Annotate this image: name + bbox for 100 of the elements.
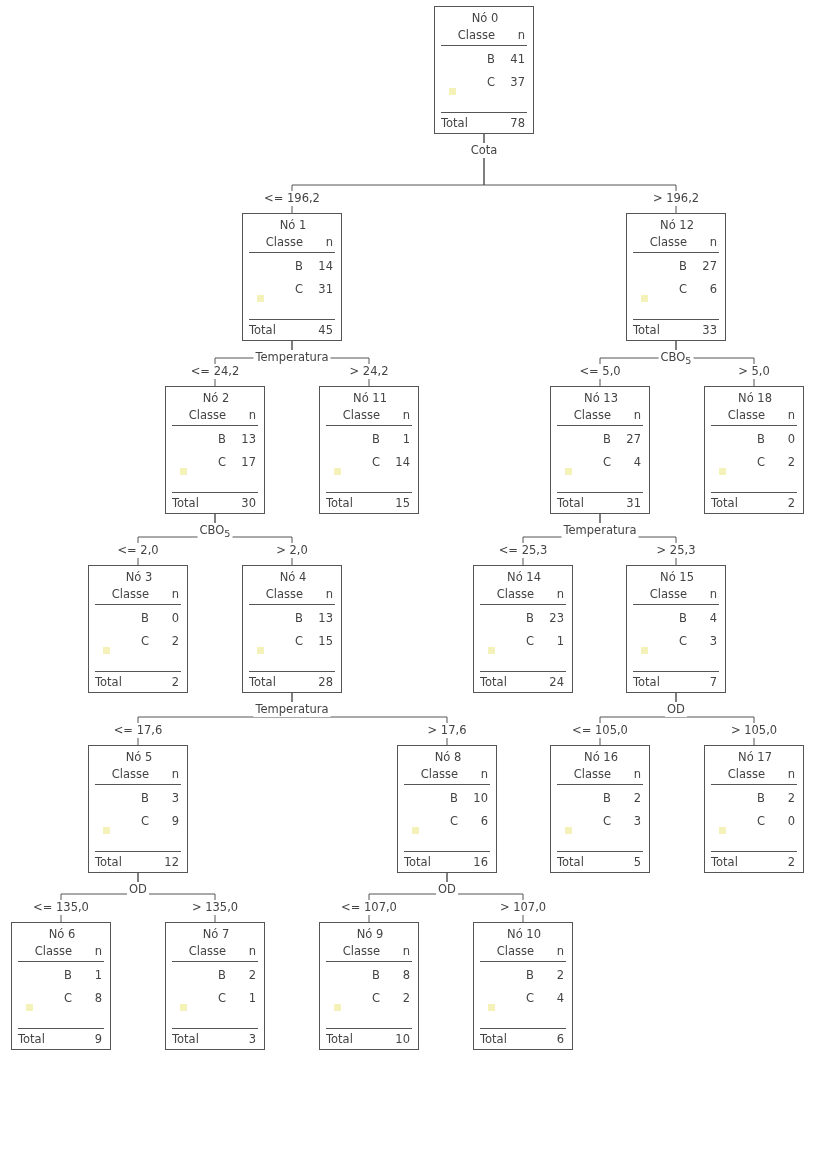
count-value: 2 <box>787 454 795 470</box>
split-variable-label: OD <box>127 882 149 897</box>
column-header: Classe <box>188 943 226 959</box>
class-label: B <box>64 967 72 983</box>
column-header: n <box>248 407 256 423</box>
count-value: 27 <box>626 431 641 447</box>
count-value: 3 <box>709 633 717 649</box>
count-value: 27 <box>702 258 717 274</box>
split-variable-label: Temperatura <box>253 350 331 365</box>
total-label: Total <box>633 674 660 690</box>
column-header: Classe <box>111 586 149 602</box>
count-value: 6 <box>556 1031 564 1047</box>
count-value: 30 <box>241 495 256 511</box>
tree-node-box <box>88 565 188 693</box>
count-value: 1 <box>402 431 410 447</box>
count-value: 78 <box>510 115 525 131</box>
count-value: 1 <box>94 967 102 983</box>
node-title: Nó 0 <box>471 10 499 26</box>
tree-node-box <box>319 386 419 514</box>
column-header: n <box>787 407 795 423</box>
column-header: n <box>709 586 717 602</box>
class-label: C <box>602 454 611 470</box>
edge-label: > 17,6 <box>425 723 469 738</box>
tree-node-box <box>704 386 804 514</box>
column-header: n <box>556 586 564 602</box>
node-title: Nó 2 <box>202 390 230 406</box>
node-title: Nó 10 <box>507 926 541 942</box>
total-label: Total <box>249 322 276 338</box>
split-variable-label: OD <box>436 882 458 897</box>
tree-node-box <box>165 922 265 1050</box>
column-header: n <box>517 27 525 43</box>
class-label: B <box>526 967 534 983</box>
column-header: n <box>480 766 488 782</box>
node-title: Nó 8 <box>434 749 462 765</box>
class-label: C <box>371 454 380 470</box>
class-label: C <box>449 813 458 829</box>
count-value: 8 <box>402 967 410 983</box>
tree-branch-line <box>291 692 448 746</box>
total-label: Total <box>326 1031 353 1047</box>
total-label: Total <box>480 1031 507 1047</box>
edge-label: <= 5,0 <box>577 364 623 379</box>
class-label: C <box>294 633 303 649</box>
class-label: B <box>526 610 534 626</box>
node-title: Nó 11 <box>353 390 387 406</box>
class-label: B <box>295 258 303 274</box>
tree-node-box <box>550 386 650 514</box>
column-header: Classe <box>727 766 765 782</box>
tree-node-box <box>473 565 573 693</box>
column-header: n <box>248 943 256 959</box>
column-header: Classe <box>727 407 765 423</box>
count-value: 6 <box>480 813 488 829</box>
count-value: 16 <box>473 854 488 870</box>
class-label: B <box>141 790 149 806</box>
node-title: Nó 18 <box>738 390 772 406</box>
tree-branch-line <box>137 872 216 923</box>
column-header: Classe <box>265 234 303 250</box>
count-value: 17 <box>241 454 256 470</box>
class-label: B <box>757 431 765 447</box>
edge-label: > 24,2 <box>347 364 391 379</box>
count-value: 5 <box>633 854 641 870</box>
class-label: B <box>141 610 149 626</box>
class-label: B <box>757 790 765 806</box>
count-value: 10 <box>473 790 488 806</box>
tree-node-box <box>165 386 265 514</box>
class-label: C <box>63 990 72 1006</box>
column-header: Classe <box>188 407 226 423</box>
total-label: Total <box>326 495 353 511</box>
count-value: 9 <box>171 813 179 829</box>
tree-branch-line <box>446 872 524 923</box>
count-value: 1 <box>248 990 256 1006</box>
column-header: Classe <box>342 407 380 423</box>
tree-node-box <box>550 745 650 873</box>
column-header: Classe <box>573 407 611 423</box>
class-label: B <box>679 258 687 274</box>
tree-node-box <box>626 213 726 341</box>
count-value: 41 <box>510 51 525 67</box>
edge-label: <= 2,0 <box>115 543 161 558</box>
edge-label: > 25,3 <box>654 543 698 558</box>
column-header: n <box>171 586 179 602</box>
count-value: 9 <box>94 1031 102 1047</box>
node-title: Nó 3 <box>125 569 153 585</box>
node-title: Nó 15 <box>660 569 694 585</box>
tree-node-box <box>434 6 534 134</box>
column-header: n <box>171 766 179 782</box>
column-header: Classe <box>649 234 687 250</box>
split-variable-label: OD <box>665 702 687 717</box>
edge-label: <= 135,0 <box>31 900 91 915</box>
column-header: n <box>633 407 641 423</box>
class-label: B <box>372 431 380 447</box>
count-value: 0 <box>787 431 795 447</box>
class-label: B <box>603 790 611 806</box>
class-label: C <box>678 281 687 297</box>
count-value: 37 <box>510 74 525 90</box>
count-value: 28 <box>318 674 333 690</box>
tree-branch-line <box>483 133 677 214</box>
count-value: 12 <box>164 854 179 870</box>
node-title: Nó 13 <box>584 390 618 406</box>
count-value: 31 <box>626 495 641 511</box>
class-label: C <box>140 633 149 649</box>
count-value: 2 <box>402 990 410 1006</box>
